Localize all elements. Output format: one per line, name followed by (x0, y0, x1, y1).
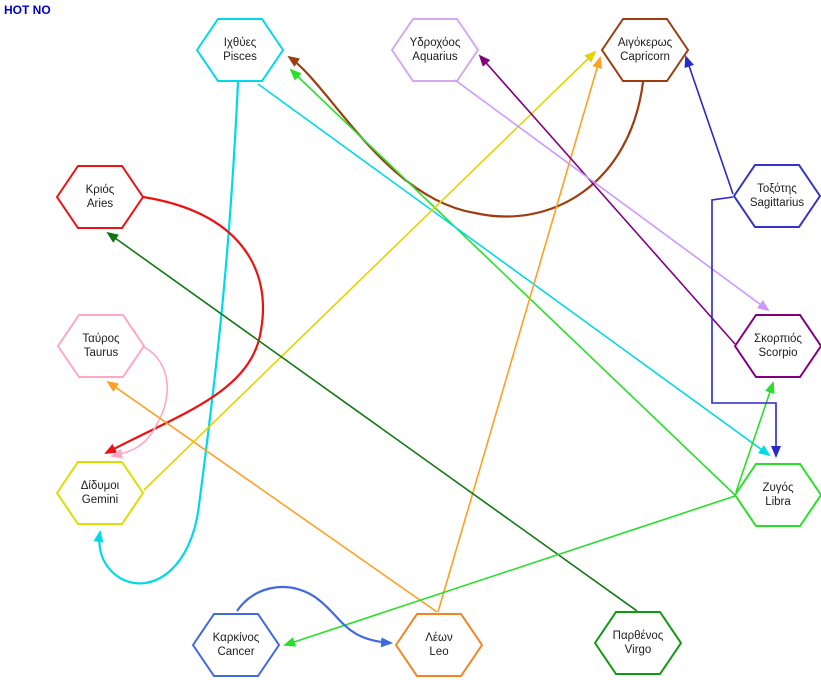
node-shape-capricorn[interactable] (600, 18, 690, 82)
node-shape-leo[interactable] (394, 613, 484, 677)
edge-leo-capricorn (437, 56, 602, 613)
edge-taurus-gemini (110, 346, 168, 459)
edge-virgo-aries (106, 231, 638, 612)
edge-libra-scorpio (735, 381, 775, 493)
node-shape-cancer[interactable] (191, 613, 281, 677)
edge-sagittarius-capricorn (684, 55, 734, 195)
node-shape-scorpio[interactable] (733, 314, 821, 378)
node-shape-pisces[interactable] (195, 18, 285, 82)
node-shape-sagittarius[interactable] (732, 164, 821, 228)
node-shape-taurus[interactable] (56, 314, 146, 378)
node-shape-libra[interactable] (733, 463, 821, 527)
edge-aries-gemini (104, 195, 265, 454)
edge-aquarius-scorpio (454, 79, 770, 312)
node-shape-gemini[interactable] (55, 461, 145, 525)
edge-gemini-capricorn (143, 50, 597, 491)
edge-sagittarius-libra (711, 196, 781, 458)
edge-pisces-gemini (93, 81, 240, 585)
edge-libra-cancer (283, 495, 736, 647)
edge-scorpio-aquarius (478, 54, 736, 345)
edge-libra-pisces (289, 68, 736, 496)
node-shape-aquarius[interactable] (390, 18, 480, 82)
edge-pisces-libra (257, 83, 771, 457)
edge-capricorn-pisces (287, 55, 645, 218)
edge-cancer-leo (236, 586, 393, 648)
page-title: HOT NO (4, 3, 51, 17)
node-shape-virgo[interactable] (593, 611, 683, 675)
node-shape-aries[interactable] (55, 165, 145, 229)
edge-leo-taurus (106, 380, 438, 613)
